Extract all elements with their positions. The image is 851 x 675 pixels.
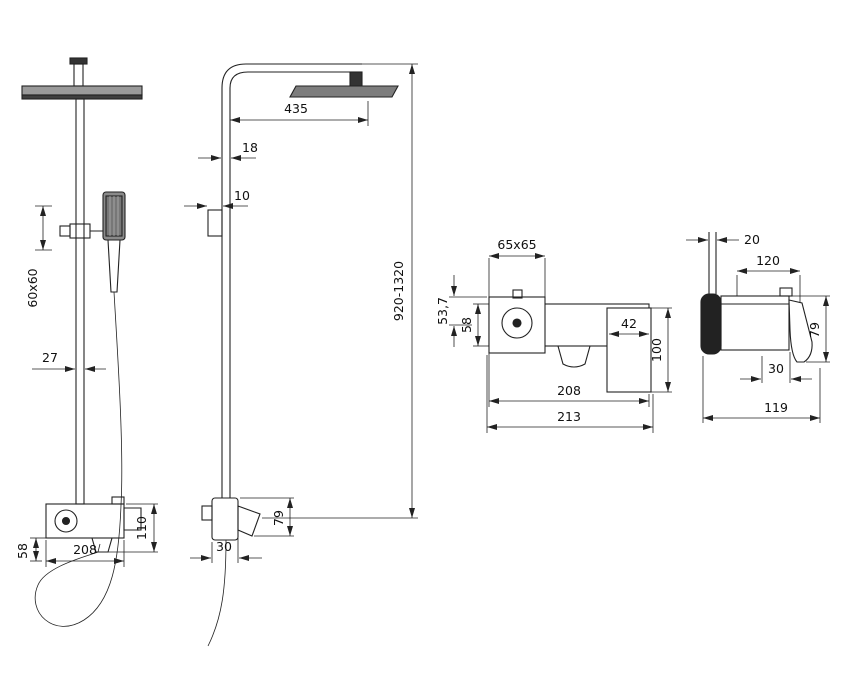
slider-bracket (69, 223, 91, 239)
view-shower-column-front: 60x60 27 208 58 110 (15, 57, 158, 627)
hand-shower-handle (107, 239, 121, 293)
mixer-body-side (211, 497, 239, 541)
dim-total-depth-label: 119 (764, 400, 788, 415)
dim-top-offset-label: 53,7 (435, 297, 450, 325)
dim-mixer-height-label: 110 (134, 516, 149, 540)
dim-handle-height: 100 (649, 307, 672, 393)
diverter-stub-side (779, 287, 793, 297)
view-mixer-side: 20 120 79 30 119 (686, 232, 830, 423)
dim-reach-label: 120 (756, 253, 780, 268)
dim-handle-height-label: 100 (649, 338, 664, 362)
riser-pipe-side-outer (221, 63, 362, 89)
dim-column-height-label: 920-1320 (391, 261, 406, 321)
mixer-front-knob (501, 307, 533, 339)
riser-pipe-front (75, 98, 85, 505)
dim-column-height: 920-1320 (262, 63, 418, 519)
dim-arm-length: 435 (230, 101, 369, 126)
bracket-knob (59, 225, 71, 237)
riser-pipe-side-inner (229, 71, 362, 89)
dim-handle-offset-label: 30 (768, 361, 784, 376)
dim-mixer-width-label: 208 (73, 542, 97, 557)
head-connector (349, 71, 363, 87)
view-shower-column-side: 435 18 10 920-1320 30 (184, 63, 418, 647)
top-cap (69, 57, 88, 65)
dim-front-body-height: 58 (459, 303, 489, 347)
dim-pipe-width-label: 27 (42, 350, 58, 365)
dim-wall-offset: 18 (198, 140, 258, 161)
dim-reach: 120 (736, 253, 801, 302)
dim-spout-offset: 30 (190, 538, 262, 563)
dim-pipe-width: 27 (32, 350, 106, 372)
dim-front-body-width-label: 208 (557, 383, 581, 398)
dim-front-total-width-label: 213 (557, 409, 581, 424)
mixer-side-lever (788, 299, 813, 363)
mixer-spout-side (237, 505, 261, 537)
dim-side-body-height: 79 (791, 295, 830, 363)
mixer-body-front (45, 503, 125, 539)
knob-center-dot (61, 516, 71, 526)
dim-top-offset: 53,7 (435, 275, 487, 347)
overhead-shower-side (289, 85, 399, 98)
dim-front-total-width: 213 (486, 355, 654, 433)
dim-mixer-width: 208 (45, 540, 125, 567)
dim-bracket-offset-label: 10 (234, 188, 250, 203)
dim-handset-size: 60x60 (25, 205, 52, 308)
dim-mixer-height: 110 (108, 503, 158, 553)
dim-front-body-height-label: 58 (459, 317, 474, 333)
dim-mixer-bottom-label: 58 (15, 543, 30, 559)
overhead-shower-sprayface (21, 94, 143, 100)
diverter-stub (111, 496, 125, 505)
mixer-side-body (720, 295, 790, 351)
dim-handle-offset: 30 (740, 352, 812, 383)
dim-front-body-width: 208 (488, 348, 650, 407)
slider-bracket-side (207, 209, 223, 237)
dim-mixer-bottom: 58 (15, 537, 46, 562)
shower-hose (34, 291, 123, 627)
dim-handle-width: 42 (609, 316, 649, 337)
dim-total-depth: 119 (702, 356, 821, 423)
top-pipe-stub (73, 63, 84, 87)
knob-stub (512, 289, 523, 299)
dim-spout-offset-label: 30 (216, 539, 232, 554)
overhead-shower-front (21, 85, 143, 96)
dim-handle-width-label: 42 (621, 316, 637, 331)
wall-flange (700, 293, 722, 355)
mixer-front-handle (606, 307, 652, 393)
dim-wall-offset-label: 18 (242, 140, 258, 155)
dim-plate-size-label: 65x65 (497, 237, 536, 252)
mixer-knob-side (201, 505, 213, 521)
dim-bracket-offset: 10 (184, 188, 250, 209)
dim-body-depth-label: 79 (271, 510, 286, 526)
dim-body-depth: 79 (240, 497, 294, 537)
mixer-front-spout (557, 345, 591, 368)
dim-handset-size-label: 60x60 (25, 268, 40, 307)
dim-wall-thickness-label: 20 (744, 232, 760, 247)
dim-plate-size: 65x65 (488, 237, 546, 297)
dim-side-body-height-label: 79 (807, 322, 822, 338)
mixer-lever-front (123, 507, 142, 531)
dim-arm-length-label: 435 (284, 101, 308, 116)
mixer-front-knob-dot (512, 318, 522, 328)
dim-wall-thickness: 20 (686, 232, 760, 247)
hose-side (207, 539, 227, 647)
temperature-knob (54, 509, 78, 533)
view-mixer-front: 65x65 53,7 58 42 100 (435, 237, 672, 433)
